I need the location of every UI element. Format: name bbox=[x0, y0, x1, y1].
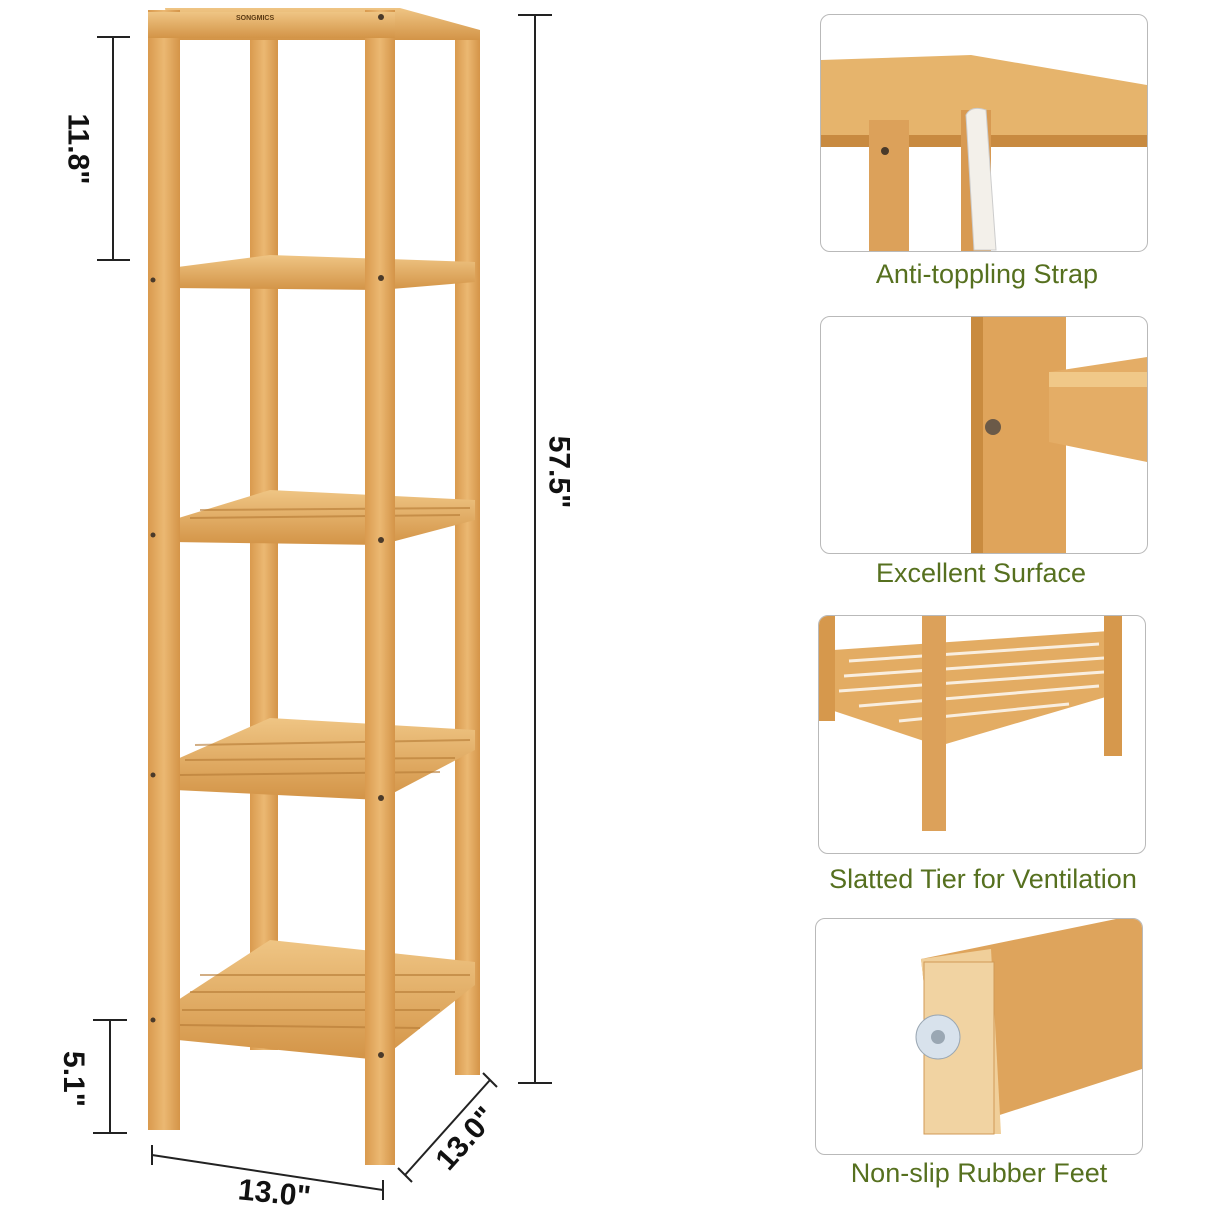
feature-panel-strap bbox=[820, 14, 1148, 252]
front-right-post bbox=[365, 10, 395, 1165]
total-height-label: 57.5" bbox=[542, 435, 576, 509]
feature-panel-surface bbox=[820, 316, 1148, 554]
brand-logo: SONGMICS bbox=[236, 15, 274, 22]
feature-panel-feet bbox=[815, 918, 1143, 1155]
shelf-tiers bbox=[170, 255, 475, 1060]
shelf-tier-1 bbox=[170, 255, 475, 290]
feature-caption-slats: Slatted Tier for Ventilation bbox=[829, 864, 1137, 894]
feature-caption-feet: Non-slip Rubber Feet bbox=[850, 1158, 1108, 1188]
feature-caption-strap: Anti-toppling Strap bbox=[875, 259, 1099, 289]
back-right-post bbox=[455, 30, 480, 1075]
dimension-lines bbox=[93, 14, 552, 1200]
screws bbox=[150, 14, 384, 1058]
bamboo-shelf-illustration: SONGMICS bbox=[93, 8, 552, 1200]
shelf-spacing-label: 11.8" bbox=[61, 113, 95, 185]
bottom-clearance-label: 5.1" bbox=[56, 1051, 90, 1107]
feature-caption-surface: Excellent Surface bbox=[875, 558, 1087, 588]
slatted-tier-image bbox=[819, 616, 1122, 831]
strap-closeup-image bbox=[821, 55, 1147, 251]
rubber-foot-image bbox=[915, 919, 1142, 1135]
shelf-tier-4 bbox=[178, 940, 475, 1060]
front-left-post bbox=[148, 10, 180, 1130]
feature-panel-slats bbox=[818, 615, 1146, 854]
surface-closeup-image bbox=[971, 317, 1147, 553]
